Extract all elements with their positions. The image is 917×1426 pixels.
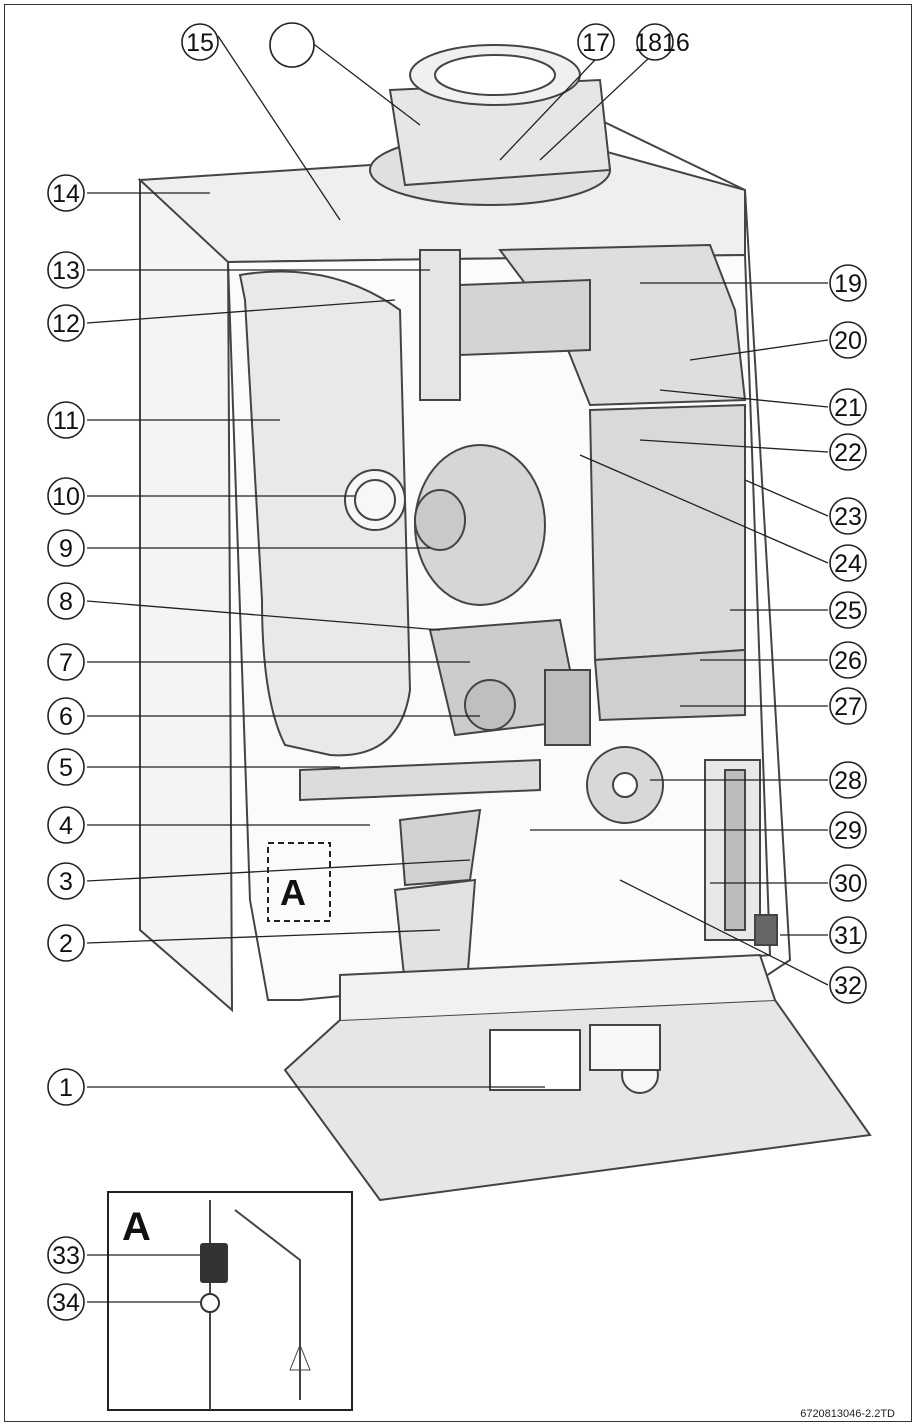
inset-label: A xyxy=(122,1205,151,1249)
svg-text:26: 26 xyxy=(834,647,862,675)
callout-26: 26 xyxy=(829,641,867,679)
callout-32: 32 xyxy=(829,966,867,1004)
svg-text:22: 22 xyxy=(834,439,862,467)
svg-text:9: 9 xyxy=(59,535,73,563)
callout-1: 1 xyxy=(47,1068,85,1106)
svg-text:24: 24 xyxy=(834,550,862,578)
svg-text:34: 34 xyxy=(52,1289,80,1317)
svg-text:21: 21 xyxy=(834,394,862,422)
callout-4: 4 xyxy=(47,806,85,844)
callout-9: 9 xyxy=(47,529,85,567)
callout-blank xyxy=(269,22,315,68)
callout-14: 14 xyxy=(47,174,85,212)
callout-labels: 15 17 1816 14 13 12 11 10 9 8 7 6 5 4 3 … xyxy=(47,22,867,1321)
svg-text:15: 15 xyxy=(186,29,214,57)
callout-13: 13 xyxy=(47,251,85,289)
callout-25: 25 xyxy=(829,591,867,629)
svg-text:10: 10 xyxy=(52,483,80,511)
svg-text:12: 12 xyxy=(52,310,80,338)
callout-10: 10 xyxy=(47,477,85,515)
svg-text:1816: 1816 xyxy=(634,29,690,57)
callout-5: 5 xyxy=(47,748,85,786)
detail-marker-label: A xyxy=(280,872,306,913)
svg-text:5: 5 xyxy=(59,754,73,782)
callout-28: 28 xyxy=(829,761,867,799)
svg-text:19: 19 xyxy=(834,270,862,298)
callout-3: 3 xyxy=(47,862,85,900)
svg-text:30: 30 xyxy=(834,870,862,898)
callout-1816: 1816 xyxy=(634,23,690,61)
svg-text:13: 13 xyxy=(52,257,80,285)
heat-exchanger xyxy=(588,403,746,662)
expansion-vessel xyxy=(238,270,412,757)
reference-code: 6720813046-2.2TD xyxy=(800,1408,895,1420)
svg-text:31: 31 xyxy=(834,922,862,950)
svg-text:27: 27 xyxy=(834,693,862,721)
svg-text:14: 14 xyxy=(52,180,80,208)
svg-text:23: 23 xyxy=(834,503,862,531)
svg-text:2: 2 xyxy=(59,930,73,958)
callout-2: 2 xyxy=(47,924,85,962)
callout-15: 15 xyxy=(181,23,219,61)
boiler-illustration xyxy=(137,44,872,1202)
leader-lines xyxy=(86,35,829,1303)
callout-17: 17 xyxy=(577,23,615,61)
callout-12: 12 xyxy=(47,304,85,342)
callout-19: 19 xyxy=(829,264,867,302)
callout-11: 11 xyxy=(47,401,85,439)
callout-6: 6 xyxy=(47,697,85,735)
svg-text:28: 28 xyxy=(834,767,862,795)
callout-20: 20 xyxy=(829,321,867,359)
callout-27: 27 xyxy=(829,687,867,725)
svg-text:20: 20 xyxy=(834,327,862,355)
svg-text:6: 6 xyxy=(59,703,73,731)
inset-a: A xyxy=(107,1191,353,1411)
svg-text:7: 7 xyxy=(59,649,73,677)
svg-text:25: 25 xyxy=(834,597,862,625)
callout-34: 34 xyxy=(47,1283,85,1321)
callout-21: 21 xyxy=(829,388,867,426)
svg-text:33: 33 xyxy=(52,1242,80,1270)
pressure-gauge-shape xyxy=(344,469,406,531)
detail-marker-a: A xyxy=(267,842,331,922)
callout-7: 7 xyxy=(47,643,85,681)
callout-29: 29 xyxy=(829,811,867,849)
flue-pipe xyxy=(419,249,461,401)
svg-text:17: 17 xyxy=(582,29,610,57)
callout-31: 31 xyxy=(829,916,867,954)
callout-23: 23 xyxy=(829,497,867,535)
callout-8: 8 xyxy=(47,582,85,620)
casing-left-side xyxy=(139,177,234,1013)
svg-text:4: 4 xyxy=(59,812,73,840)
callout-22: 22 xyxy=(829,433,867,471)
svg-text:11: 11 xyxy=(53,407,79,435)
svg-text:29: 29 xyxy=(834,817,862,845)
svg-text:1: 1 xyxy=(59,1074,73,1102)
callout-30: 30 xyxy=(829,864,867,902)
callout-33: 33 xyxy=(47,1236,85,1274)
svg-text:32: 32 xyxy=(834,972,862,1000)
svg-text:3: 3 xyxy=(59,868,73,896)
svg-text:8: 8 xyxy=(59,588,73,616)
callout-24: 24 xyxy=(829,544,867,582)
control-panel xyxy=(283,998,872,1202)
controller-display xyxy=(489,1029,581,1091)
